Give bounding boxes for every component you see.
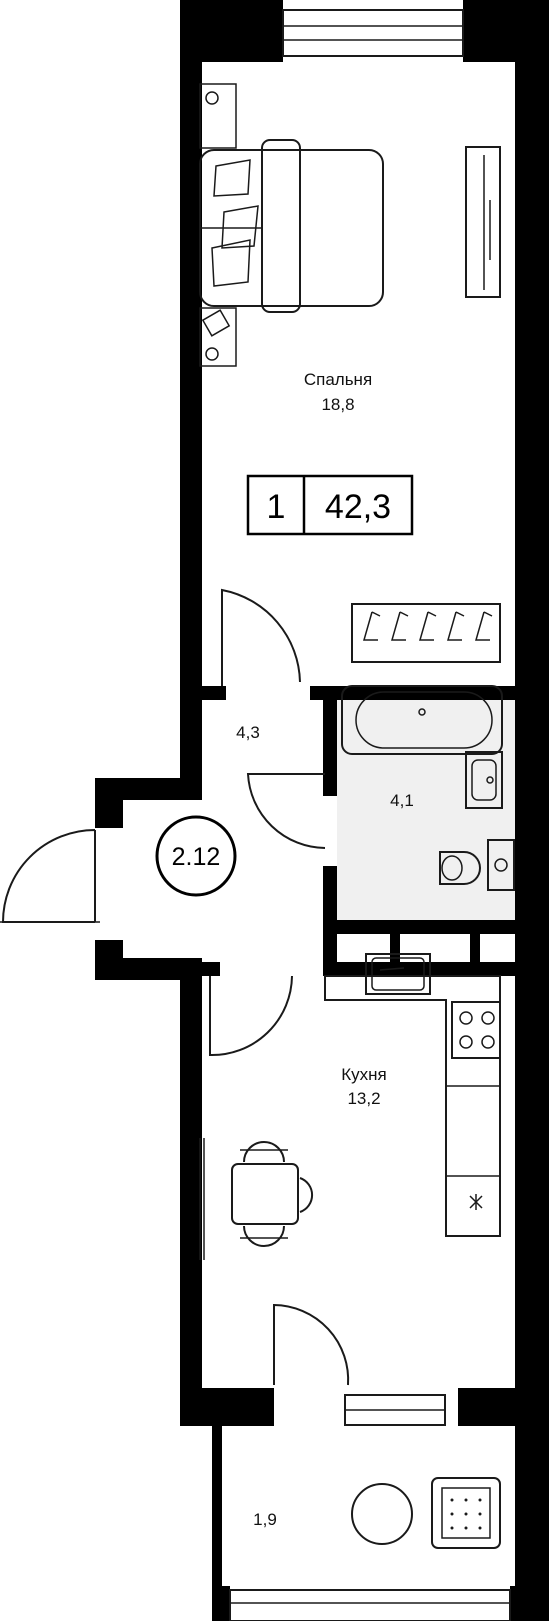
balcony-left-wall [212, 1426, 222, 1586]
rooms-count: 1 [267, 488, 286, 526]
kitchen-bottom-wall-left [180, 1388, 274, 1426]
kitchen-sink [365, 953, 431, 995]
entrance-door [1, 829, 96, 923]
bedroom-area: 18,8 [321, 395, 354, 414]
balcony-area: 1,9 [253, 1510, 277, 1529]
kitchen-name: Кухня [341, 1065, 387, 1084]
kitchen-door [209, 975, 293, 1057]
total-area: 42,3 [325, 488, 391, 526]
apartment-summary: 1 42,3 [246, 474, 414, 536]
walls [95, 0, 549, 1621]
bottom-wall-right [510, 1586, 549, 1621]
left-wall-lower [180, 958, 202, 1388]
windows [199, 9, 511, 1621]
washing-machine [487, 839, 515, 891]
entry-wall-bottom [95, 958, 202, 980]
nightstand-bottom [199, 307, 237, 367]
bathroom-area: 4,1 [390, 791, 414, 810]
bottom-window [229, 1589, 511, 1621]
wardrobe [465, 146, 501, 298]
kitchen-counter [324, 975, 501, 1237]
summary-box [246, 474, 414, 536]
doors [0, 588, 350, 1386]
balcony-door [273, 1303, 350, 1386]
kitchen-bottom-wall-right [458, 1388, 549, 1426]
balcony-chair [431, 1477, 501, 1549]
hall-stub-left-top [180, 686, 226, 700]
room-labels: Спальня 18,8 4,3 4,1 Кухня 13,2 1,9 [236, 370, 414, 1529]
toilet [439, 851, 481, 885]
bedroom-furniture [199, 83, 501, 663]
dining-table [231, 1163, 299, 1225]
apartment-number-badge: 2.12 [155, 815, 237, 897]
kitchen-furniture [231, 953, 501, 1247]
bathroom-furniture [337, 685, 515, 920]
fridge-icon [469, 1194, 483, 1210]
shaft-divider-1 [390, 920, 400, 976]
balcony-furniture [351, 1477, 501, 1549]
balcony-table [351, 1483, 413, 1545]
entry-wall-left-top [95, 778, 123, 828]
right-wall [515, 0, 549, 1621]
hall-bath-wall-upper [323, 686, 337, 796]
hall-stub-left-bottom [180, 962, 220, 976]
apartment-number-circle [155, 815, 237, 897]
bath-bottom-wall [323, 920, 515, 934]
bedroom-name: Спальня [304, 370, 372, 389]
shaft-divider-2 [470, 920, 480, 976]
washbasin [465, 751, 503, 809]
bedroom-bath-wall [310, 686, 515, 700]
cooktop [451, 1001, 501, 1059]
apartment-number: 2.12 [172, 843, 221, 871]
clothes-rail [351, 603, 501, 663]
bathtub [341, 685, 503, 755]
bottom-wall-left [212, 1586, 230, 1621]
bathroom-door [246, 773, 326, 849]
bath-bottom-wall-lower [323, 962, 515, 976]
bedroom-door [221, 588, 301, 686]
top-window [282, 9, 464, 57]
hall-area: 4,3 [236, 723, 260, 742]
kitchen-area: 13,2 [347, 1089, 380, 1108]
left-wall-upper [180, 0, 202, 786]
nightstand-top [199, 83, 237, 149]
